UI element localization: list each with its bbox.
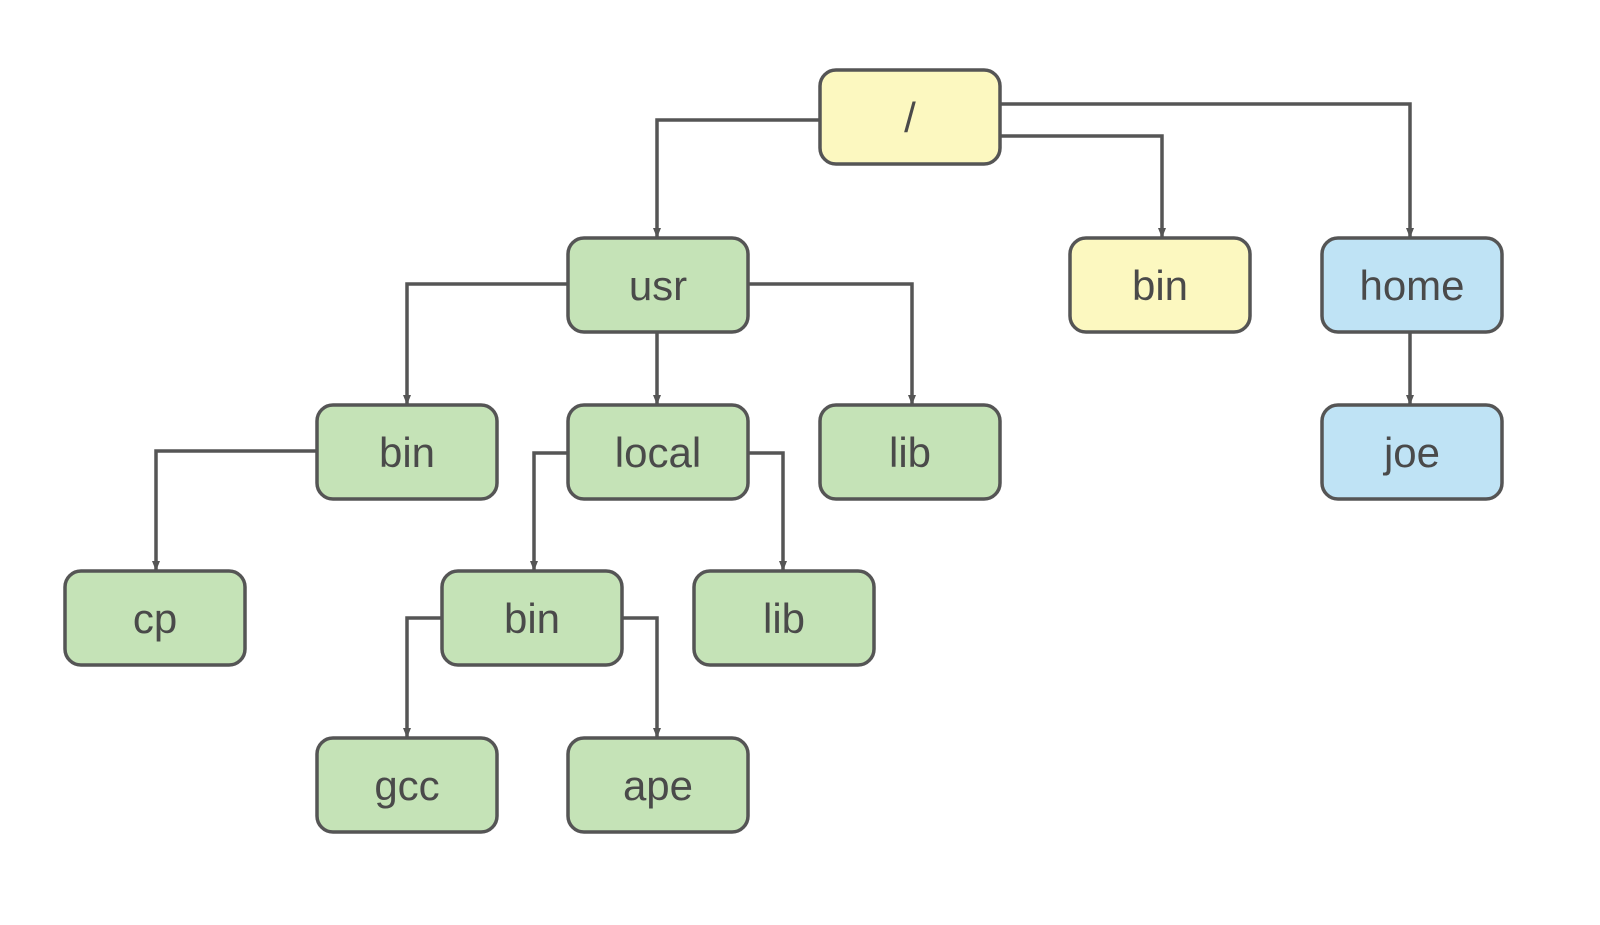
node-bin-root: bin [1068,236,1252,334]
edge-root-to-home [1000,102,1414,238]
node-label-root: / [904,94,916,141]
node-label-usr-bin: bin [379,429,435,476]
edge-usr-local-to-local-bin [530,451,568,571]
nodes-layer: / usr bin home bin local lib joe cp bin lib gcc ape [63,68,1504,834]
node-box-gcc [315,736,499,834]
edge-usr-to-usr-bin [403,282,568,405]
node-label-joe: joe [1382,429,1440,476]
edge-usr-bin-to-cp [152,449,317,571]
node-label-local-bin: bin [504,595,560,642]
node-label-cp: cp [133,595,177,642]
node-ape: ape [566,736,750,834]
node-box-usr-local [566,403,750,501]
node-box-usr-bin [315,403,499,501]
node-box-bin-root [1068,236,1252,334]
node-home: home [1320,236,1504,334]
node-root: / [818,68,1002,166]
node-box-local-bin [440,569,624,667]
node-usr-local: local [566,403,750,501]
node-box-root [818,68,1002,166]
edge-local-bin-to-gcc [403,616,442,738]
node-box-joe [1320,403,1504,501]
node-usr-lib: lib [818,403,1002,501]
node-label-usr-local: local [615,429,701,476]
node-label-usr: usr [629,262,687,309]
node-box-ape [566,736,750,834]
edge-usr-to-usr-lib [748,282,916,405]
node-label-gcc: gcc [374,762,439,809]
node-label-home: home [1359,262,1464,309]
node-box-usr-lib [818,403,1002,501]
node-joe: joe [1320,403,1504,501]
node-gcc: gcc [315,736,499,834]
edge-local-bin-to-ape [622,616,661,738]
node-box-cp [63,569,247,667]
edge-usr-local-to-local-lib [748,451,787,571]
node-usr: usr [566,236,750,334]
node-label-ape: ape [623,762,693,809]
node-label-local-lib: lib [763,595,805,642]
edge-root-to-bin-root [1000,134,1166,238]
node-usr-bin: bin [315,403,499,501]
node-box-usr [566,236,750,334]
node-local-bin: bin [440,569,624,667]
node-box-home [1320,236,1504,334]
node-label-bin-root: bin [1132,262,1188,309]
edges-layer [152,102,1414,738]
node-box-local-lib [692,569,876,667]
node-local-lib: lib [692,569,876,667]
node-label-usr-lib: lib [889,429,931,476]
edge-root-to-usr [653,118,820,238]
node-cp: cp [63,569,247,667]
